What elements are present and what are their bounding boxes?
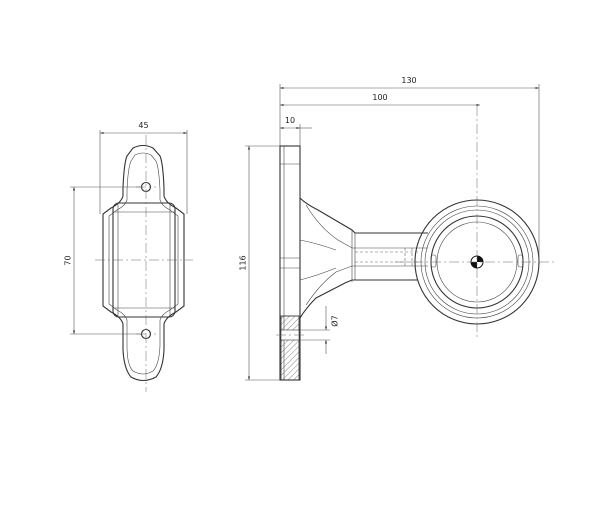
dim-label-100: 100 xyxy=(372,93,387,102)
dimension-base-height: 116 xyxy=(239,145,280,381)
dimension-flange-thickness: 10 xyxy=(280,116,312,146)
dim-label-116: 116 xyxy=(239,255,248,270)
dim-label-diameter: Ø7 xyxy=(330,315,340,326)
front-view xyxy=(95,135,193,392)
dimension-hole-spacing: 70 xyxy=(64,186,142,335)
front-base-outline xyxy=(102,144,185,382)
dimension-hole-diameter: Ø7 xyxy=(299,306,340,354)
dimension-center-length: 100 xyxy=(280,93,480,107)
dimension-overall-length: 130 xyxy=(279,76,540,262)
dim-label-70: 70 xyxy=(64,255,73,265)
side-arm xyxy=(299,197,428,234)
side-view xyxy=(276,106,555,381)
front-inner-contour xyxy=(108,152,179,375)
dim-label-130: 130 xyxy=(401,76,416,85)
dimension-base-width: 45 xyxy=(99,121,188,214)
dim-label-10: 10 xyxy=(285,116,295,125)
side-hole-section xyxy=(280,315,300,381)
dim-label-45: 45 xyxy=(138,121,148,130)
